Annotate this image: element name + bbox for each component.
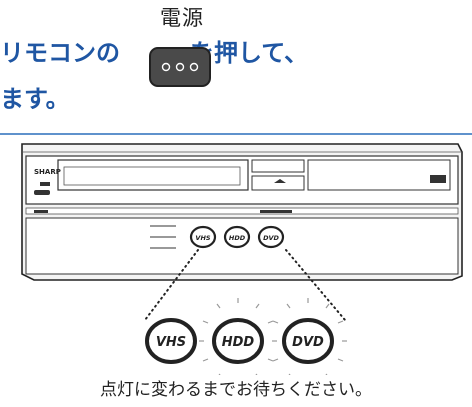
recorder-button-vhs-label: VHS [195, 234, 210, 242]
callout-hdd-label: HDD [222, 335, 255, 350]
caption: 点灯に変わるまでお待ちください。 [100, 380, 372, 400]
callout-vhs-label: VHS [156, 335, 186, 350]
callout-button-hdd: HDD [199, 298, 277, 375]
callout-line-right [285, 249, 346, 321]
callout-button-vhs: VHS [145, 318, 197, 364]
power-button-icon [149, 47, 211, 87]
recorder-button-vhs[interactable]: VHS [189, 225, 217, 249]
instruction-line-2: ます。 [0, 85, 70, 113]
power-label: 電源 [160, 6, 204, 30]
recorder-body: SHARP [21, 143, 463, 281]
hdd-light-rays [199, 298, 277, 375]
brand-logo: SHARP [34, 168, 61, 176]
recorder-button-hdd[interactable]: HDD [223, 225, 251, 249]
recorder-button-dvd-label: DVD [263, 234, 279, 242]
recorder-button-dvd[interactable]: DVD [257, 225, 285, 249]
dvd-light-rays [272, 298, 347, 375]
instruction-text-a: リモコンの [0, 39, 120, 67]
recorder-button-hdd-label: HDD [229, 234, 246, 242]
callout-button-dvd: DVD [272, 298, 347, 375]
callout-dvd-label: DVD [292, 335, 324, 350]
instruction-line-1: リモコンのを押して、 [0, 38, 308, 68]
callout-line-left [144, 249, 199, 321]
recorder-diagram: SHARP VHS HDD DVD [0, 133, 472, 375]
